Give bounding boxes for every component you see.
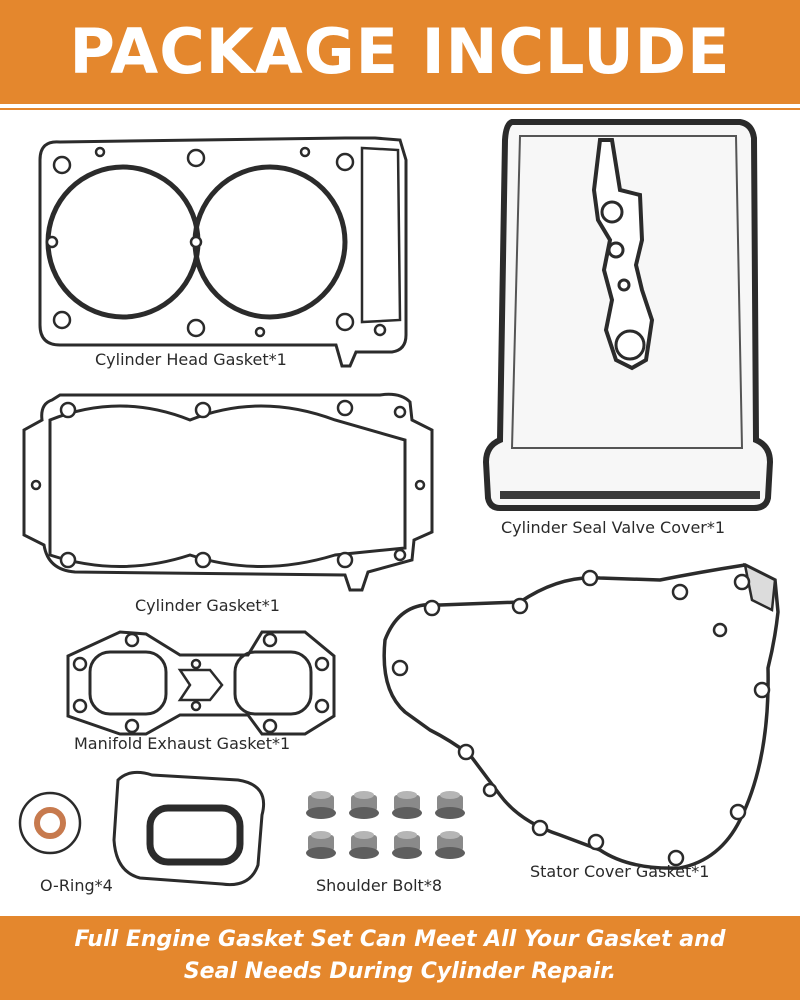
shoulder-bolt-icon xyxy=(349,791,379,819)
manifold-exhaust-gasket-label: Manifold Exhaust Gasket*1 xyxy=(74,734,291,753)
cylinder-head-gasket-image xyxy=(38,136,408,368)
footer-line-2: Seal Needs During Cylinder Repair. xyxy=(183,959,617,984)
footer-tagline: Full Engine Gasket Set Can Meet All Your… xyxy=(0,924,800,988)
header-divider xyxy=(0,108,800,110)
shoulder-bolt-icon xyxy=(306,791,336,819)
shoulder-bolts-image xyxy=(306,791,465,859)
footer-line-1: Full Engine Gasket Set Can Meet All Your… xyxy=(74,927,726,952)
o-ring-image xyxy=(18,770,265,887)
stator-cover-gasket-image xyxy=(382,562,780,870)
valve-cover-label: Cylinder Seal Valve Cover*1 xyxy=(501,518,726,537)
footer-banner xyxy=(0,916,800,1000)
o-ring-label: O-Ring*4 xyxy=(40,876,113,895)
shoulder-bolt-icon xyxy=(435,831,465,859)
cylinder-gasket-label: Cylinder Gasket*1 xyxy=(135,596,280,615)
manifold-exhaust-gasket-image xyxy=(66,630,336,736)
cylinder-head-gasket-label: Cylinder Head Gasket*1 xyxy=(95,350,287,369)
page-title: PACKAGE INCLUDE xyxy=(69,15,731,88)
header-banner xyxy=(0,0,800,104)
valve-cover-image xyxy=(482,119,774,511)
shoulder-bolt-label: Shoulder Bolt*8 xyxy=(316,876,442,895)
shoulder-bolt-icon xyxy=(392,791,422,819)
cylinder-gasket-image xyxy=(22,392,434,592)
shoulder-bolt-icon xyxy=(306,831,336,859)
stator-cover-gasket-label: Stator Cover Gasket*1 xyxy=(530,862,710,881)
shoulder-bolt-icon xyxy=(349,831,379,859)
shoulder-bolt-icon xyxy=(392,831,422,859)
shoulder-bolt-icon xyxy=(435,791,465,819)
